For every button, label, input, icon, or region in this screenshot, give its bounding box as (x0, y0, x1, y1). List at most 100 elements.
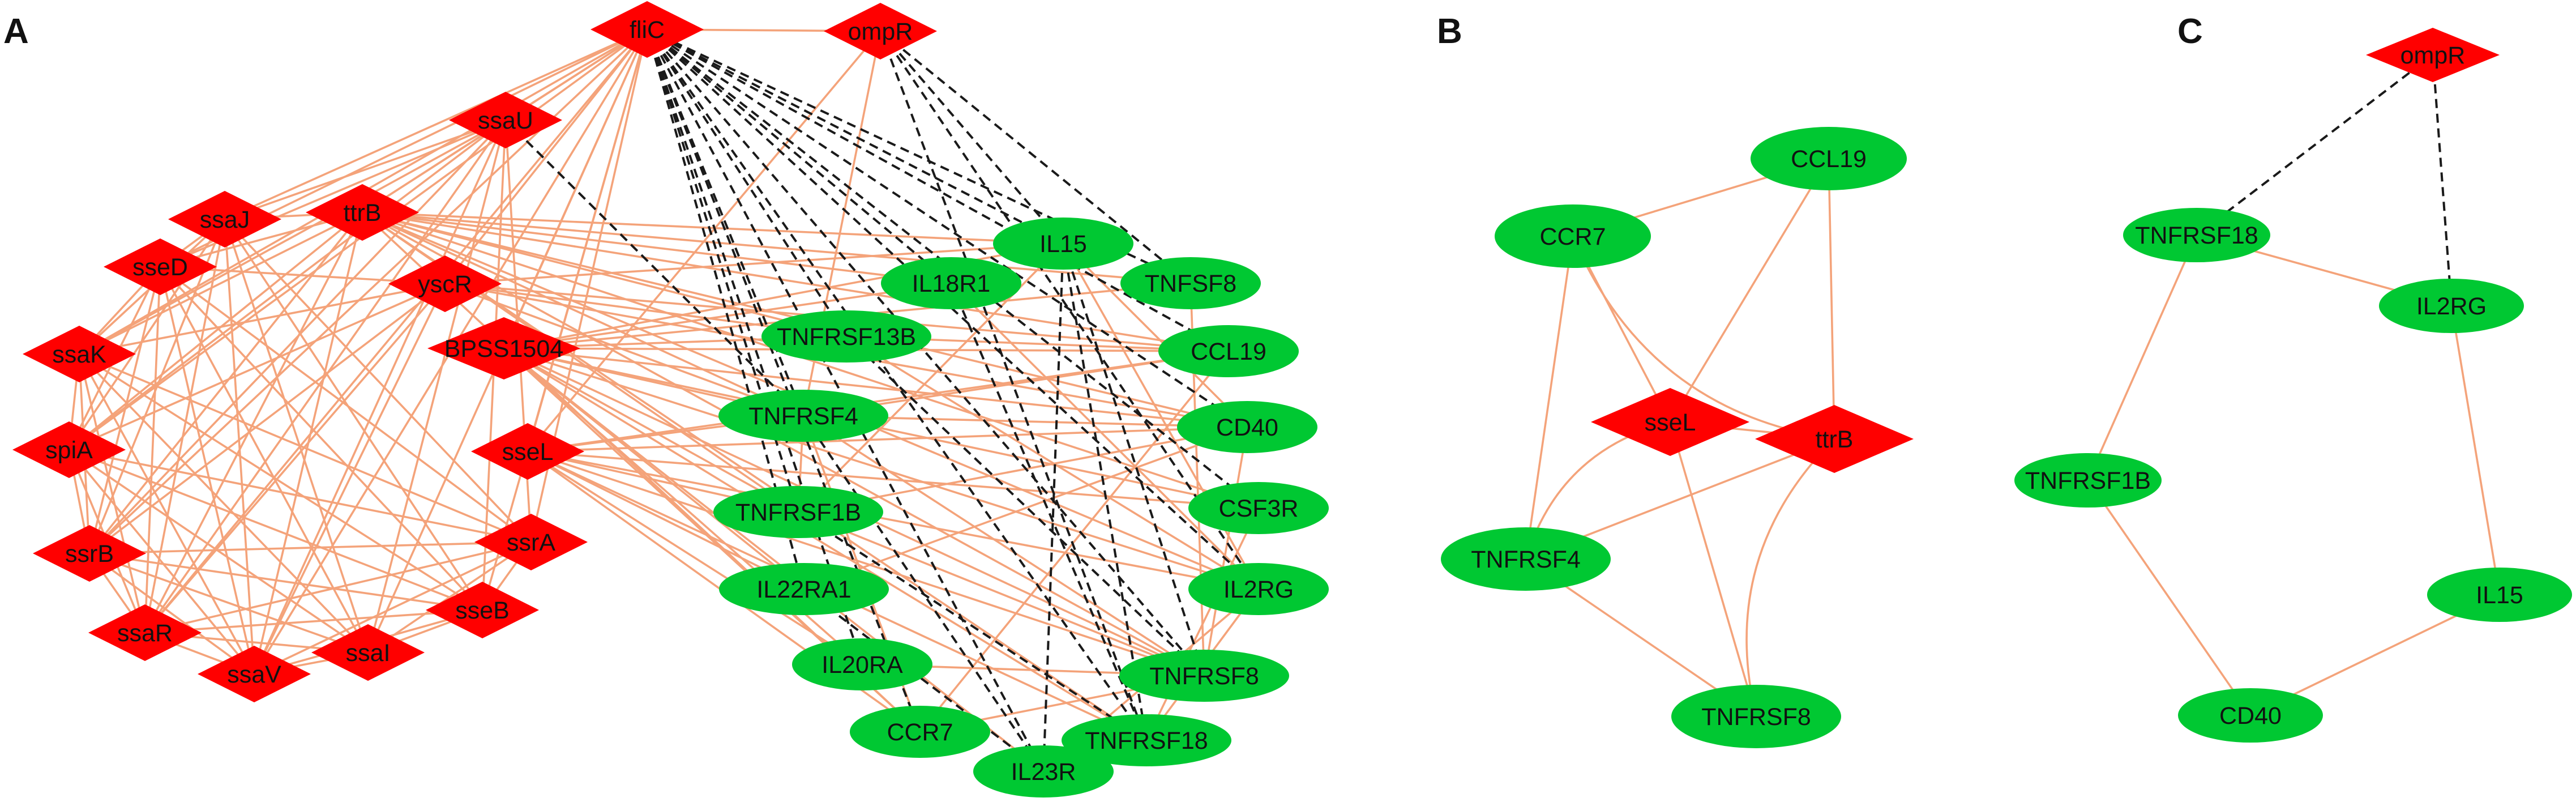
edge-ccl19-ttrb (1828, 158, 1835, 440)
edge-ssel-il20ra (527, 450, 863, 666)
edge-bpss1504-il23r (503, 347, 1045, 773)
edge-ssak-ssav (78, 353, 255, 675)
node-label: CSF3R (1219, 495, 1299, 522)
node-il20ra[interactable]: IL20RA (792, 638, 932, 690)
node-label: TNFRSF8 (1701, 703, 1811, 731)
node-ccr7[interactable]: CCR7 (850, 706, 990, 758)
edge-spia-ssra (69, 449, 532, 543)
node-il22ra1[interactable]: IL22RA1 (719, 563, 889, 615)
node-ompr[interactable]: ompR (2366, 28, 2500, 82)
dashed-edge-flic-cd40 (646, 28, 1248, 428)
node-ttrb[interactable]: ttrB (1755, 405, 1914, 473)
edge-ssau-ssar (144, 119, 507, 634)
node-ssaj[interactable]: ssaJ (168, 191, 281, 248)
node-tnfrsf1b[interactable]: TNFRSF1B (713, 486, 883, 538)
node-shape-diamond (2366, 28, 2500, 82)
node-ssed[interactable]: sseD (104, 238, 217, 295)
node-label: CD40 (1216, 414, 1278, 441)
node-ccl19[interactable]: CCL19 (1751, 127, 1907, 190)
node-shape-diamond (1591, 388, 1749, 456)
node-ssav[interactable]: ssaV (198, 646, 311, 702)
node-ssel[interactable]: sseL (471, 423, 584, 480)
node-cd40[interactable]: CD40 (1177, 401, 1317, 453)
node-shape-ellipse (2379, 279, 2524, 333)
node-shape-diamond (104, 238, 217, 295)
node-tnfrsf18[interactable]: TNFRSF18 (2123, 208, 2270, 262)
node-label: IL22RA1 (756, 576, 851, 603)
node-il23r[interactable]: IL23R (973, 745, 1114, 798)
node-ompr[interactable]: ompR (824, 3, 937, 59)
node-tnfrsf4[interactable]: TNFRSF4 (718, 390, 888, 442)
edge-il2rg-il15 (1062, 243, 1260, 590)
node-label: CCR7 (887, 719, 953, 746)
node-label: ttrB (344, 199, 382, 227)
edge-il2rg-tnfrsf13b (846, 335, 1259, 590)
edge-ssak-ssra (79, 353, 532, 543)
node-label: sseL (1645, 409, 1696, 436)
node-ssak[interactable]: ssaK (23, 326, 136, 382)
node-ccr7[interactable]: CCR7 (1495, 204, 1651, 268)
node-label: TNFRSF4 (1471, 546, 1581, 573)
node-shape-diamond (23, 326, 136, 382)
node-label: CCR7 (1539, 223, 1606, 250)
dashed-edge-ompr-il2rg (879, 30, 1260, 590)
panel-label-b: B (1437, 12, 1462, 51)
node-cd40[interactable]: CD40 (2178, 688, 2323, 743)
edge-flic-yscr (444, 28, 648, 285)
node-sseb[interactable]: sseB (426, 582, 539, 638)
node-spia[interactable]: spiA (12, 421, 126, 478)
edge-tnfrsf8-cd40 (1203, 427, 1248, 676)
dashed-edge-flic-il18r1 (646, 28, 952, 284)
dashed-edge-flic-ccr7 (646, 29, 921, 732)
node-label: ssaJ (200, 206, 250, 233)
node-label: spiA (45, 437, 93, 464)
node-label: CD40 (2219, 702, 2282, 730)
edge-ssel-il2rg (527, 450, 1259, 590)
node-il18r1[interactable]: IL18R1 (881, 257, 1021, 309)
node-bpss1504[interactable]: BPSS1504 (427, 317, 580, 379)
node-csf3r[interactable]: CSF3R (1188, 482, 1329, 534)
node-il2rg[interactable]: IL2RG (2379, 279, 2524, 333)
edge-spia-ssai (68, 449, 369, 654)
node-ssar[interactable]: ssaR (88, 604, 202, 661)
node-yscr[interactable]: yscR (388, 255, 502, 312)
node-il2rg[interactable]: IL2RG (1188, 563, 1329, 615)
node-shape-ellipse (2178, 688, 2323, 743)
node-tnfrsf1b[interactable]: TNFRSF1B (2014, 453, 2162, 508)
node-ssra[interactable]: ssrA (474, 514, 588, 570)
node-tnfsf8[interactable]: TNFSF8 (1120, 257, 1261, 309)
edge-yscr-ssak (79, 283, 446, 355)
node-il15[interactable]: IL15 (2427, 568, 2572, 622)
node-tnfrsf4[interactable]: TNFRSF4 (1441, 527, 1611, 591)
node-tnfrsf8[interactable]: TNFRSF8 (1671, 685, 1841, 748)
node-label: ssaR (117, 620, 173, 647)
node-shape-diamond (33, 525, 146, 582)
node-shape-diamond (88, 604, 202, 661)
node-shape-ellipse (1671, 685, 1841, 748)
edge-yscr-ssrb (88, 283, 446, 555)
node-ssrb[interactable]: ssrB (33, 525, 146, 582)
node-label: BPSS1504 (444, 335, 563, 363)
panel-label-c: C (2177, 12, 2203, 51)
node-ssel[interactable]: sseL (1591, 388, 1749, 456)
node-flic[interactable]: fliC (590, 1, 704, 58)
node-tnfrsf13b[interactable]: TNFRSF13B (761, 310, 931, 363)
edge-ssel-tnfrsf8 (527, 450, 1205, 677)
node-ccl19[interactable]: CCL19 (1158, 325, 1299, 377)
edge-yscr-il15 (444, 242, 1064, 285)
node-shape-ellipse (719, 563, 889, 615)
node-tnfrsf8[interactable]: TNFRSF8 (1119, 650, 1289, 702)
edge-ssav-ssra (254, 541, 532, 675)
node-label: CCL19 (1791, 146, 1867, 173)
node-ttrb[interactable]: ttrB (306, 184, 419, 241)
node-ssau[interactable]: ssaU (449, 92, 562, 148)
edge-bpss1504-tnfrsf1b (503, 347, 799, 513)
edge-ssel-ccl19 (527, 350, 1229, 453)
node-shape-ellipse (2014, 453, 2162, 508)
node-ssai[interactable]: ssaI (311, 624, 425, 681)
edge-spia-sseb (69, 449, 483, 611)
node-il15[interactable]: IL15 (993, 218, 1133, 270)
dashed-edge-flic-il20ra (646, 29, 863, 665)
node-tnfrsf18[interactable]: TNFRSF18 (1062, 714, 1231, 766)
